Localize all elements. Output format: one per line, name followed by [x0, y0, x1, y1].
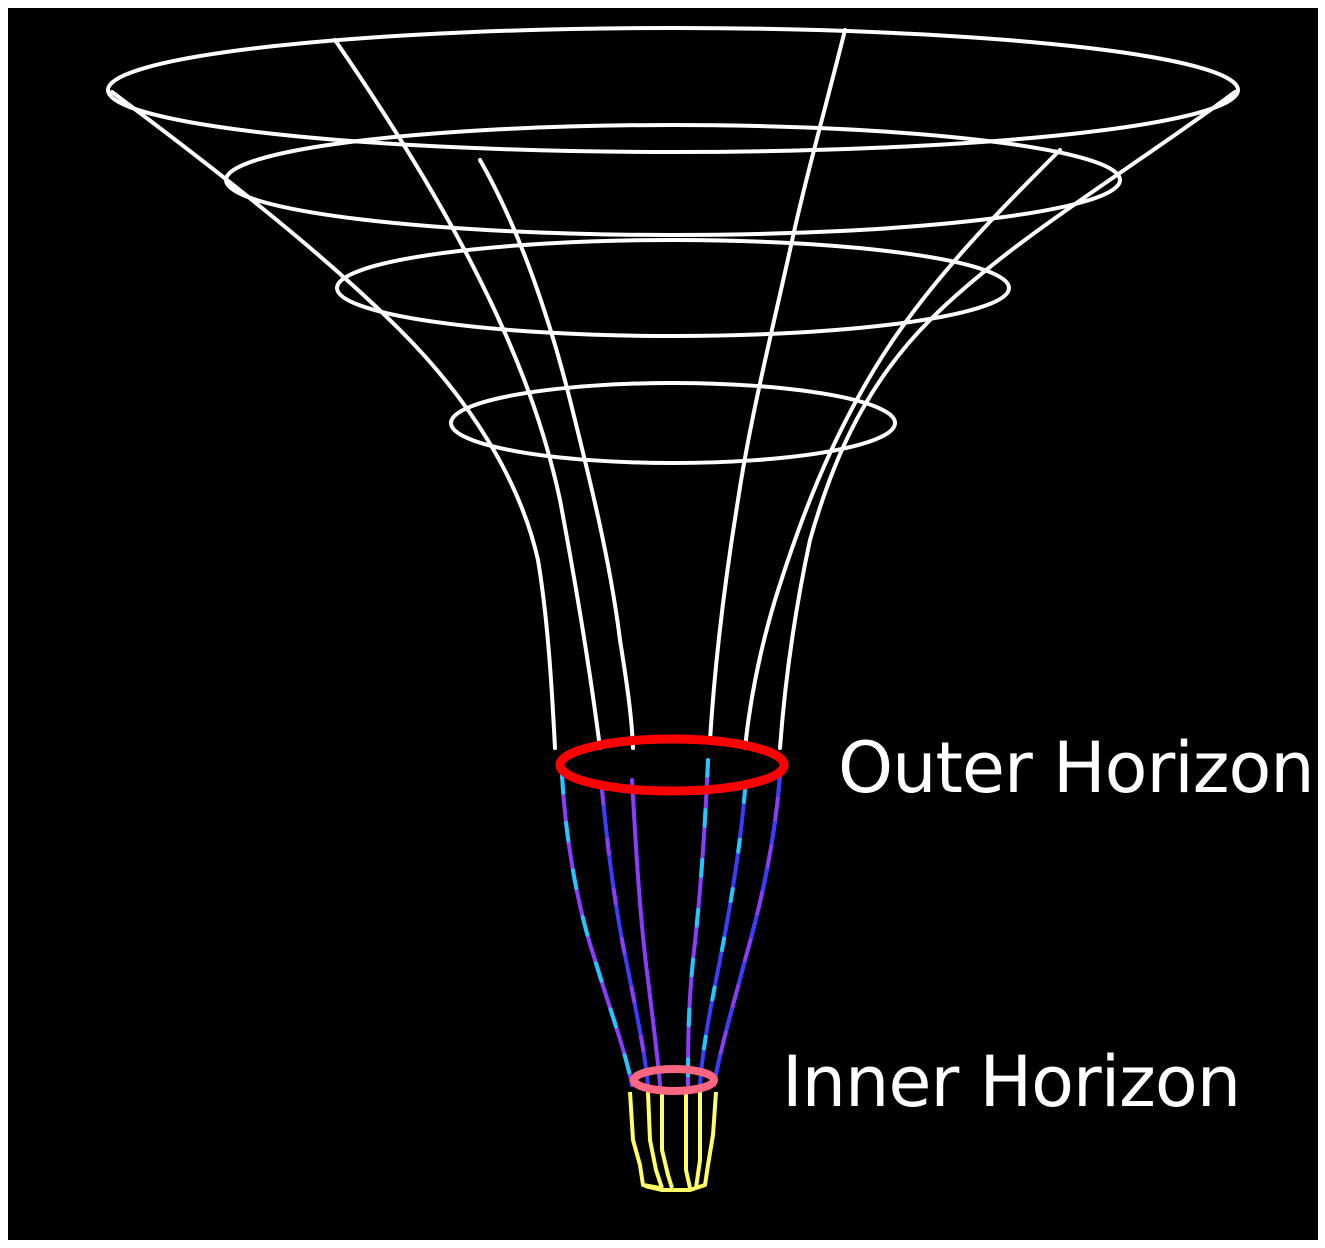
- inner-meridian-5: [696, 1092, 700, 1188]
- funnel-wireframe-upper: [108, 28, 1238, 748]
- inner-horizon-label: Inner Horizon: [782, 1041, 1240, 1123]
- funnel-meridian-left-outer: [112, 92, 555, 748]
- inner-meridian-3: [662, 1092, 672, 1188]
- outer-horizon-label: Outer Horizon: [838, 727, 1314, 809]
- between-meridian-3: [632, 780, 660, 1085]
- funnel-ring-4: [451, 383, 895, 463]
- funnel-inside-inner: [630, 1092, 716, 1190]
- outer-horizon-ellipse: [560, 739, 784, 791]
- funnel-ring-1: [108, 28, 1238, 152]
- funnel-between-horizons: [562, 760, 780, 1085]
- inner-meridian-2: [648, 1092, 662, 1188]
- inner-meridian-6: [645, 1092, 716, 1190]
- funnel-ring-2: [226, 125, 1120, 235]
- outer-horizon-ring: [560, 739, 784, 791]
- inner-meridian-4: [686, 1092, 690, 1188]
- between-meridian-2b: [602, 790, 648, 1085]
